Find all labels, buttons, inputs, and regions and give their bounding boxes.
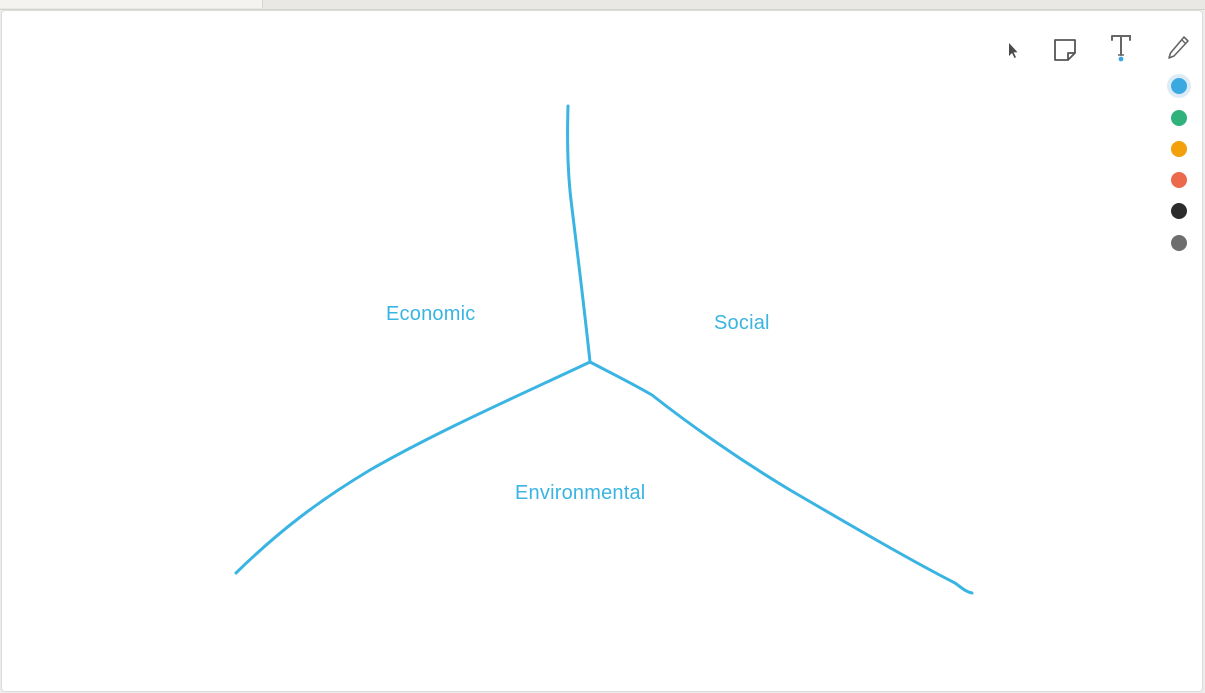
sticky-note-tool-button[interactable] — [1051, 36, 1079, 64]
sticky-note-icon — [1054, 39, 1076, 61]
pencil-icon — [1168, 36, 1189, 59]
whiteboard-canvas[interactable] — [1, 10, 1203, 692]
tab-stub[interactable] — [0, 0, 263, 8]
color-swatch-blue[interactable] — [1171, 78, 1187, 94]
pointer-tool-button[interactable] — [999, 36, 1027, 64]
color-swatch-red[interactable] — [1171, 172, 1187, 188]
stroke-right — [588, 360, 974, 595]
color-swatch-gray[interactable] — [1171, 235, 1187, 251]
label-environmental[interactable]: Environmental — [515, 482, 646, 504]
color-swatch-green[interactable] — [1171, 110, 1187, 126]
color-swatch-orange[interactable] — [1171, 141, 1187, 157]
pen-tool-button[interactable] — [1164, 34, 1192, 62]
text-tool-button[interactable] — [1107, 34, 1135, 62]
text-tool-icon — [1111, 35, 1131, 62]
label-economic[interactable]: Economic — [386, 303, 476, 325]
stroke-left — [234, 360, 592, 575]
cursor-arrow-icon — [1009, 43, 1018, 58]
stroke-top — [566, 104, 592, 364]
color-swatch-black[interactable] — [1171, 203, 1187, 219]
label-social[interactable]: Social — [714, 312, 770, 334]
window-top-strip — [0, 0, 1205, 10]
